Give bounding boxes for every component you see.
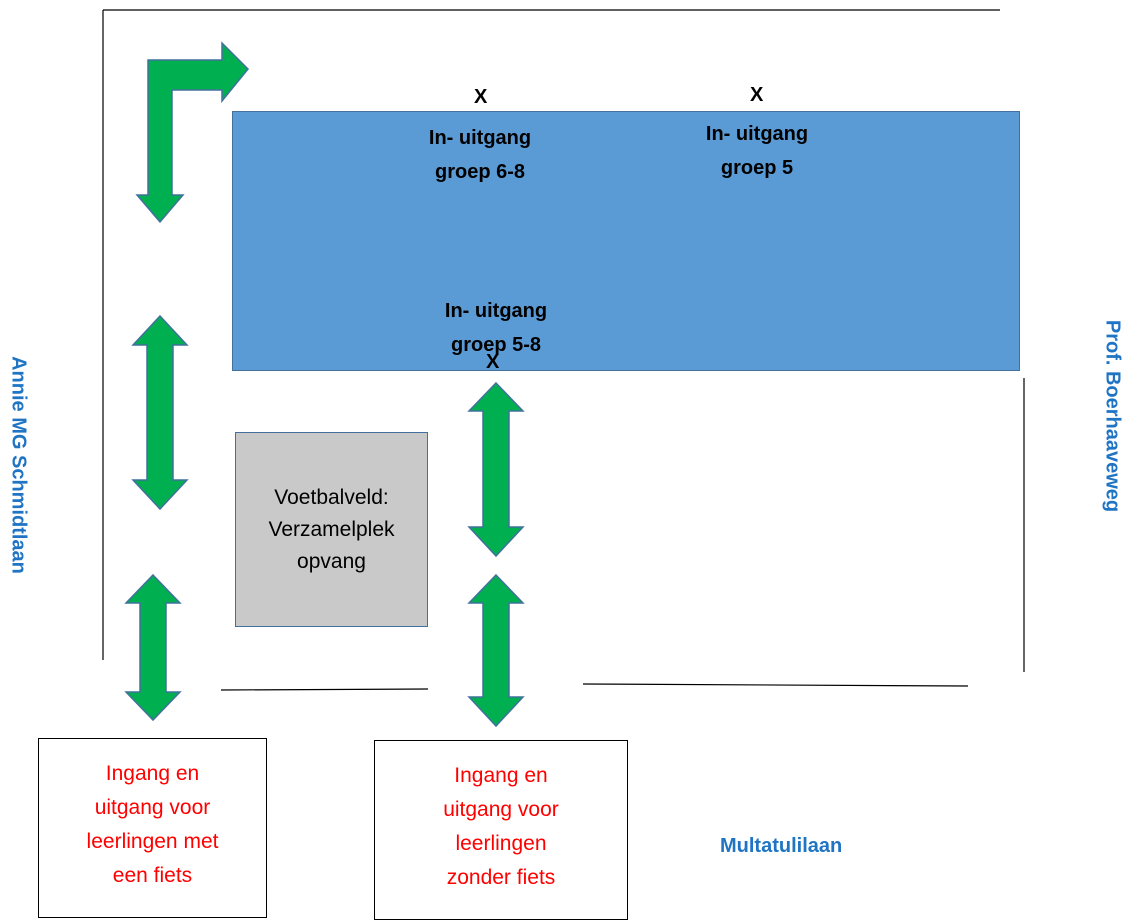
double-arrow-icon bbox=[124, 573, 182, 722]
street-label-right: Prof. Boerhaaveweg bbox=[1101, 319, 1124, 513]
entry-bike-line3: leerlingen met bbox=[86, 830, 219, 853]
entrance-label-line1: In- uitgang bbox=[428, 127, 532, 149]
entry-no-bike-line1: Ingang en bbox=[454, 764, 548, 787]
entrance-label-line1: In- uitgang bbox=[705, 123, 809, 145]
entry-bike-line1: Ingang en bbox=[105, 762, 200, 785]
entrance-label-line1: In- uitgang bbox=[444, 300, 548, 322]
football-field: Voetbalveld: Verzamelplek opvang bbox=[235, 432, 428, 627]
entrance-marker-groep-6-8: X bbox=[474, 86, 488, 108]
school-building bbox=[232, 111, 1020, 371]
double-arrow-icon bbox=[131, 314, 189, 511]
entrance-label-line2: groep 5 bbox=[720, 157, 794, 179]
entry-bike-line4: een fiets bbox=[112, 864, 193, 887]
bottom-boundary-line-left bbox=[220, 688, 429, 691]
field-label-line2: Verzamelplek bbox=[268, 517, 395, 541]
field-label-line3: opvang bbox=[297, 549, 366, 573]
entry-no-bike-line4: zonder fiets bbox=[446, 866, 556, 889]
entrance-label-line2: groep 6-8 bbox=[434, 161, 526, 183]
entry-box-without-bike: Ingang en uitgang voor leerlingen zonder… bbox=[374, 740, 628, 920]
double-arrow-icon bbox=[467, 573, 525, 728]
entrance-label-groep-5: In- uitgang groep 5 bbox=[682, 117, 832, 185]
entrance-marker-groep-5: X bbox=[750, 84, 764, 106]
field-label-line1: Voetbalveld: bbox=[274, 485, 389, 509]
entrance-label-groep-6-8: In- uitgang groep 6-8 bbox=[405, 121, 555, 189]
bent-arrow-icon bbox=[135, 41, 250, 224]
entrance-label-line2: groep 5-8 bbox=[450, 334, 542, 356]
bottom-boundary-line-right bbox=[582, 683, 969, 687]
entry-box-with-bike: Ingang en uitgang voor leerlingen met ee… bbox=[38, 738, 267, 918]
entry-bike-line2: uitgang voor bbox=[94, 796, 211, 819]
entrance-label-groep-5-8: In- uitgang groep 5-8 bbox=[421, 294, 571, 362]
entry-no-bike-line3: leerlingen bbox=[455, 832, 547, 855]
street-label-left: Annie MG Schmidtlaan bbox=[7, 356, 30, 574]
double-arrow-icon bbox=[467, 381, 525, 558]
entrance-marker-groep-5-8: X bbox=[486, 351, 500, 373]
street-label-bottom: Multatulilaan bbox=[720, 835, 843, 857]
entry-no-bike-line2: uitgang voor bbox=[443, 798, 559, 821]
